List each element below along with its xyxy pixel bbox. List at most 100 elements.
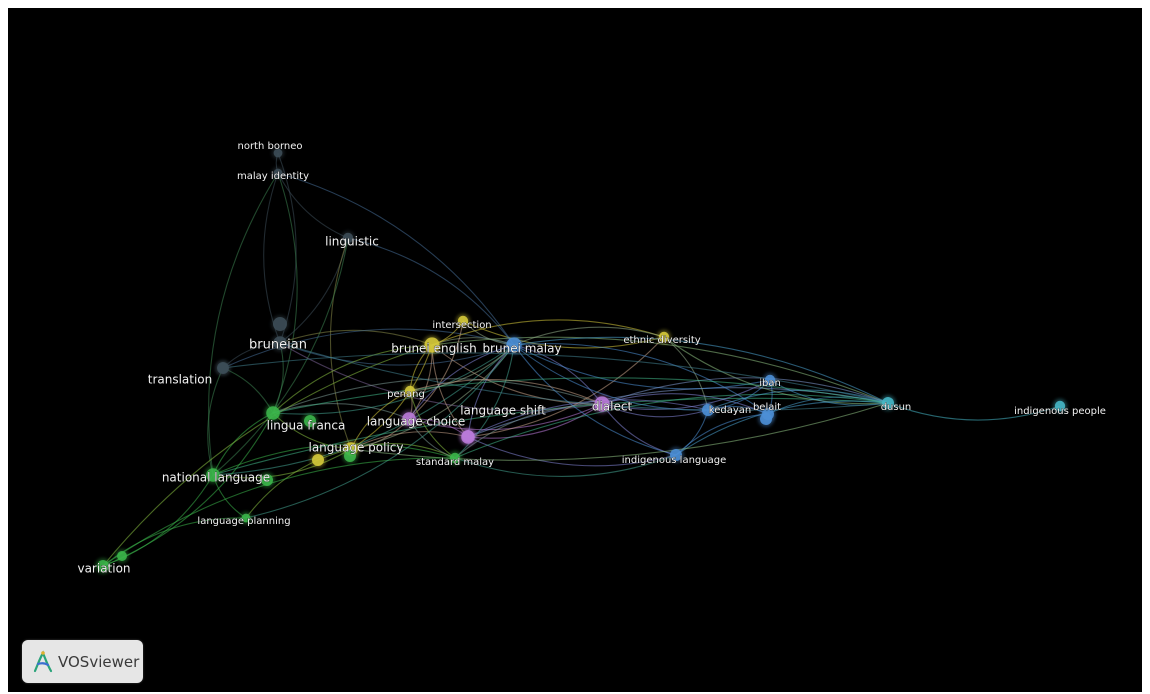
- link-linguistic-brunei-malay: [347, 237, 515, 346]
- link-national-language-brunei-malay: [212, 344, 515, 476]
- link-malay-identity-lingua-franca: [272, 172, 298, 414]
- nodes-layer: [95, 146, 1068, 574]
- link-language-planning-brunei-malay: [245, 344, 515, 519]
- link-lingua-franca-dialect: [272, 378, 603, 414]
- link-brunei-malay-belait: [513, 343, 769, 415]
- label-variation: variation: [77, 562, 130, 576]
- link-malay-identity-national-language: [208, 172, 279, 476]
- link-lingua-franca-language-policy: [272, 412, 352, 450]
- vosviewer-logo-icon: [33, 650, 53, 672]
- node-brunei-english[interactable]: [424, 337, 440, 353]
- link-ethnic-diversity-dusun: [663, 336, 889, 405]
- link-standard-malay-indigenous-language: [454, 454, 677, 477]
- node-language-choice[interactable]: [402, 412, 416, 426]
- label-belait: belait: [753, 402, 781, 413]
- node-indigenous-people[interactable]: [1054, 400, 1066, 412]
- link-standard-malay-brunei-malay: [454, 344, 515, 459]
- label-language-choice: language choice: [367, 415, 466, 429]
- node-iban[interactable]: [764, 374, 776, 386]
- link-language-planning-language-policy: [245, 448, 352, 519]
- node-dusun[interactable]: [882, 397, 894, 409]
- link-national-language-dusun: [212, 397, 889, 476]
- node-language-shift-sub[interactable]: [462, 430, 474, 442]
- link-language-choice-dialect: [408, 403, 603, 431]
- label-ethnic-diversity: ethnic diversity: [623, 335, 700, 346]
- node-national-language-sub[interactable]: [261, 474, 273, 486]
- node-iban-sub[interactable]: [760, 413, 772, 425]
- node-national-language-sub[interactable]: [344, 450, 356, 462]
- link-indigenous-language-belait: [675, 413, 769, 456]
- link-language-policy-language-shift: [350, 431, 469, 450]
- node-linguistic[interactable]: [342, 232, 354, 244]
- node-lingua-franca-sub[interactable]: [304, 415, 316, 427]
- link-dialect-dusun: [601, 377, 889, 405]
- label-linguistic: linguistic: [325, 235, 379, 249]
- link-brunei-malay-iban: [513, 344, 771, 390]
- link-lingua-franca-language-choice: [272, 403, 410, 420]
- link-linguistic-bruneian: [279, 237, 349, 344]
- label-standard-malay: standard malay: [416, 457, 494, 468]
- node-north-borneo[interactable]: [273, 148, 283, 158]
- node-dialect[interactable]: [594, 396, 610, 412]
- node-kedayan[interactable]: [702, 404, 714, 416]
- node-translation-sub[interactable]: [217, 362, 229, 374]
- link-variation-standard-malay: [102, 457, 456, 567]
- link-ethnic-diversity-kedayan: [663, 336, 709, 411]
- node-lingua-franca[interactable]: [266, 406, 280, 420]
- vosviewer-badge[interactable]: VOSviewer: [22, 640, 143, 683]
- link-language-policy-dusun: [350, 402, 889, 461]
- link-dusun-indigenous-people: [887, 402, 1061, 421]
- link-linguistic-national-language: [212, 237, 349, 476]
- link-lingua-franca-dusun: [272, 377, 889, 414]
- link-language-choice-brunei-malay: [408, 344, 515, 420]
- node-ethnic-diversity[interactable]: [658, 331, 670, 343]
- label-national-language: national language: [162, 471, 270, 485]
- node-language-policy-sub[interactable]: [312, 454, 324, 466]
- node-standard-malay[interactable]: [449, 452, 461, 464]
- link-penang-brunei-malay: [409, 344, 515, 392]
- node-bruneian[interactable]: [273, 336, 287, 350]
- vosviewer-label: VOSviewer: [58, 652, 140, 671]
- link-variation-lingua-franca: [102, 412, 274, 567]
- node-penang[interactable]: [404, 385, 416, 397]
- label-iban: iban: [759, 378, 781, 389]
- link-translation-national-language: [207, 367, 224, 476]
- node-brunei-malay[interactable]: [506, 337, 522, 353]
- node-language-planning[interactable]: [241, 513, 251, 523]
- link-lingua-franca-national-language: [212, 412, 274, 476]
- node-malay-identity[interactable]: [273, 168, 283, 178]
- link-kedayan-dusun: [707, 389, 889, 411]
- label-malay-identity: malay identity: [237, 171, 309, 182]
- label-translation: translation: [148, 373, 213, 387]
- link-translation-lingua-franca: [222, 367, 274, 414]
- links-layer: [102, 152, 1061, 567]
- node-variation-sub[interactable]: [117, 551, 127, 561]
- link-bruneian-brunei-malay: [279, 342, 515, 366]
- label-language-shift: language shift: [460, 404, 546, 418]
- link-penang-standard-malay: [409, 390, 456, 459]
- label-indigenous-language: indigenous language: [622, 455, 726, 466]
- link-malay-identity-brunei-malay: [277, 172, 515, 346]
- link-variation-brunei-english: [102, 344, 433, 567]
- label-language-planning: language planning: [197, 516, 290, 527]
- label-kedayan: kedayan: [709, 405, 751, 416]
- link-bruneian-lingua-franca: [272, 342, 284, 414]
- label-dialect: dialect: [592, 400, 633, 414]
- link-dialect-kedayan: [601, 403, 709, 418]
- node-intersection[interactable]: [457, 315, 469, 327]
- link-national-language-language-policy: [212, 448, 352, 479]
- node-indigenous-language[interactable]: [670, 449, 682, 461]
- node-national-language[interactable]: [206, 468, 220, 482]
- link-translation-brunei-malay: [222, 328, 515, 369]
- node-bruneian-sub[interactable]: [273, 317, 287, 331]
- link-bruneian-brunei-english: [279, 329, 433, 346]
- link-brunei-malay-ethnic-diversity: [513, 326, 665, 346]
- node-variation[interactable]: [97, 560, 109, 572]
- link-language-shift-dialect: [467, 403, 603, 439]
- link-standard-malay-dialect: [454, 403, 603, 459]
- link-penang-dialect: [409, 379, 603, 405]
- label-bruneian: bruneian: [249, 338, 307, 353]
